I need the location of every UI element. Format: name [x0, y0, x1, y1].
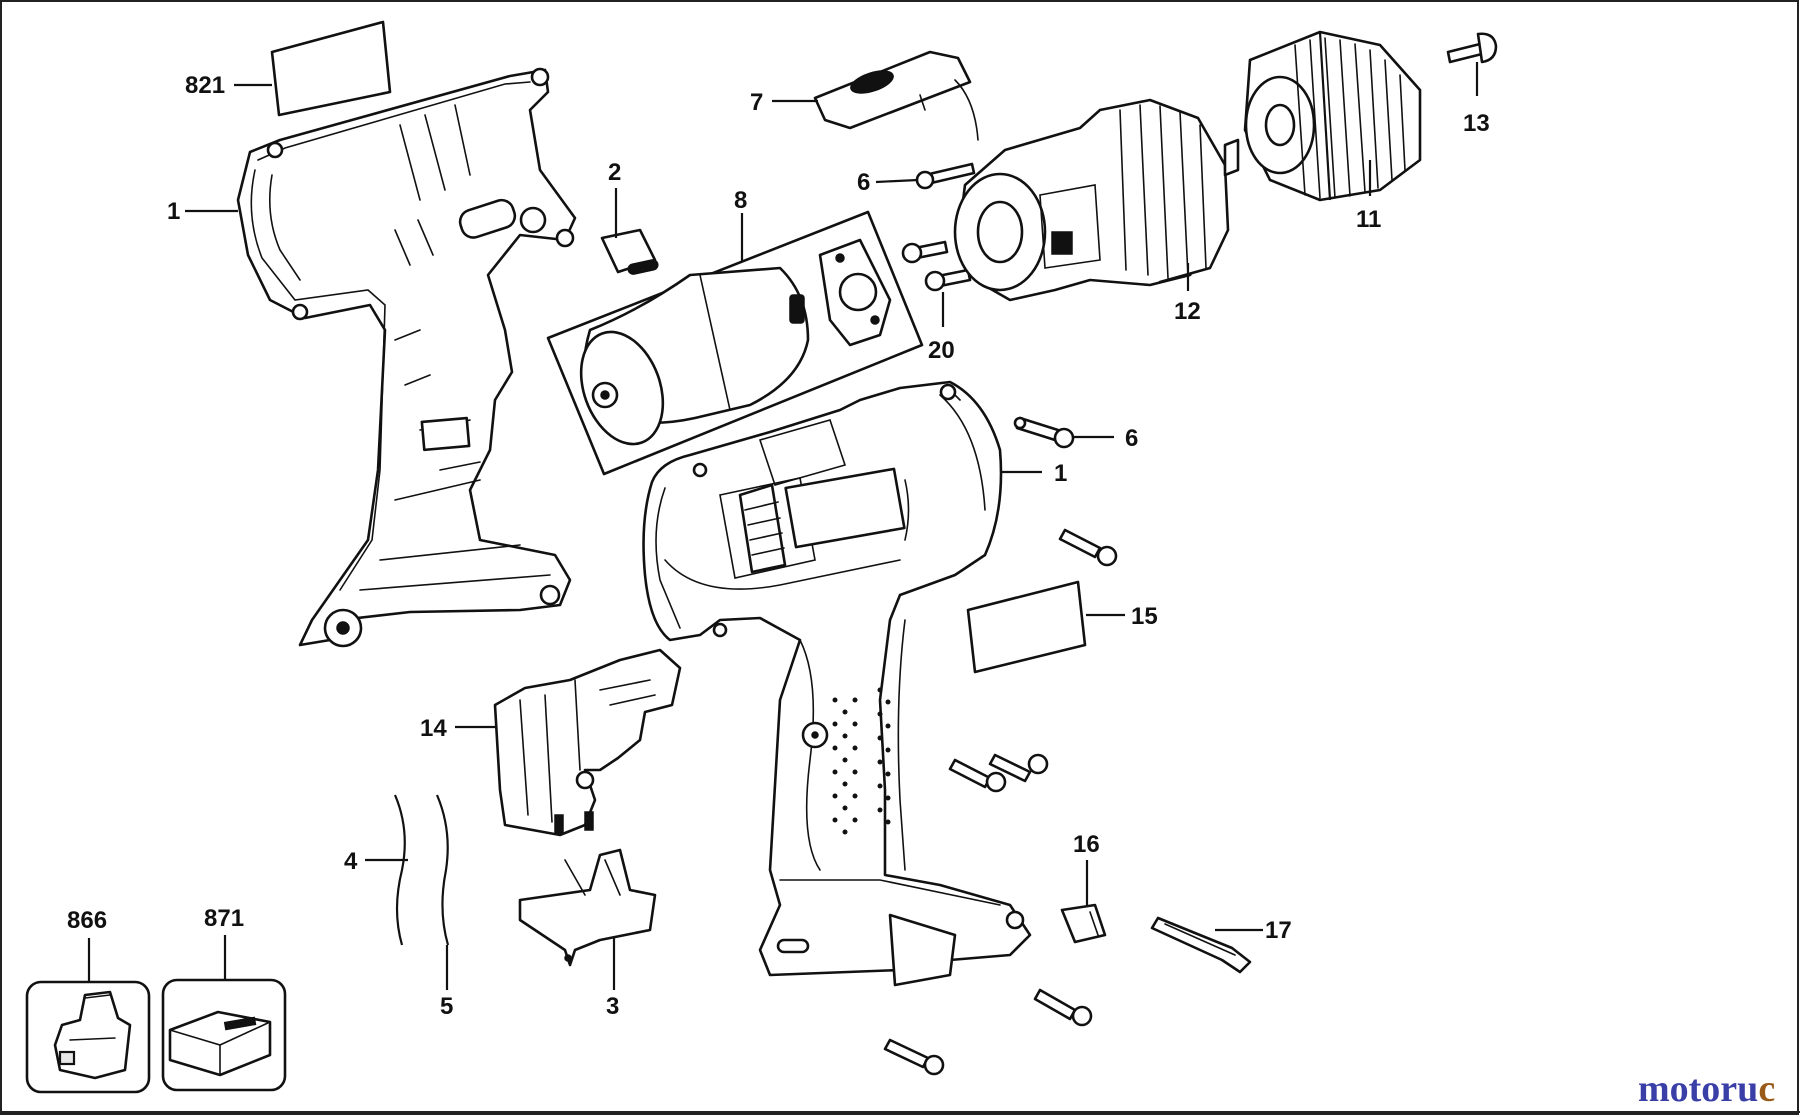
part-16-clip — [1060, 903, 1107, 944]
housing-left-half — [236, 67, 577, 648]
housing-right-half — [642, 380, 1032, 987]
callout-1-right: 1 — [1054, 460, 1067, 487]
watermark: motoruc — [1638, 1068, 1775, 1110]
part-8-motor-box — [546, 210, 924, 476]
part-12-gearbox — [953, 98, 1240, 302]
callout-15: 15 — [1131, 603, 1158, 630]
grip-dots — [832, 687, 891, 835]
callout-1-left: 1 — [167, 198, 180, 225]
callout-16: 16 — [1073, 831, 1100, 858]
leader-lines — [87, 62, 1479, 990]
screw-6-right — [1013, 416, 1075, 449]
wire-5 — [435, 794, 450, 946]
label-sticker-821 — [270, 20, 392, 117]
label-15 — [966, 580, 1087, 674]
callout-11: 11 — [1356, 206, 1381, 233]
callout-8: 8 — [734, 187, 747, 214]
svg-text:motoruc: motoruc — [1638, 1068, 1775, 1110]
callout-5: 5 — [440, 993, 453, 1020]
callout-6-top: 6 — [857, 169, 870, 196]
part-7-selector-cover — [813, 50, 979, 141]
watermark-text-brown: c — [1758, 1068, 1775, 1110]
callout-7: 7 — [750, 89, 763, 116]
wire-4 — [393, 794, 406, 946]
battery-866-frame — [25, 980, 151, 1094]
callout-4: 4 — [344, 848, 358, 875]
callout-2: 2 — [608, 159, 621, 186]
callout-3: 3 — [606, 993, 619, 1020]
callout-821: 821 — [185, 72, 225, 99]
watermark-text-blue: motoru — [1638, 1068, 1758, 1110]
part-3-terminal-block — [518, 848, 657, 967]
part-11-chuck — [1243, 30, 1422, 202]
callout-17: 17 — [1265, 917, 1292, 944]
part-2-clip — [600, 228, 659, 275]
callout-13: 13 — [1463, 110, 1490, 137]
part-13-chuck-screw — [1446, 32, 1498, 64]
loose-screws — [883, 528, 1118, 1076]
callout-12: 12 — [1174, 298, 1201, 325]
screws-20 — [901, 240, 972, 292]
callout-labels: 821 1 2 8 7 6 20 12 11 13 6 1 15 14 4 5 … — [67, 72, 1490, 1020]
part-17-bit — [1150, 916, 1252, 974]
charger-871-frame — [161, 978, 287, 1092]
callout-866: 866 — [67, 907, 107, 934]
callout-14: 14 — [420, 715, 447, 742]
callout-871: 871 — [204, 905, 244, 932]
callout-6-right: 6 — [1125, 425, 1138, 452]
part-14-switch — [493, 648, 682, 837]
callout-20: 20 — [928, 337, 955, 364]
